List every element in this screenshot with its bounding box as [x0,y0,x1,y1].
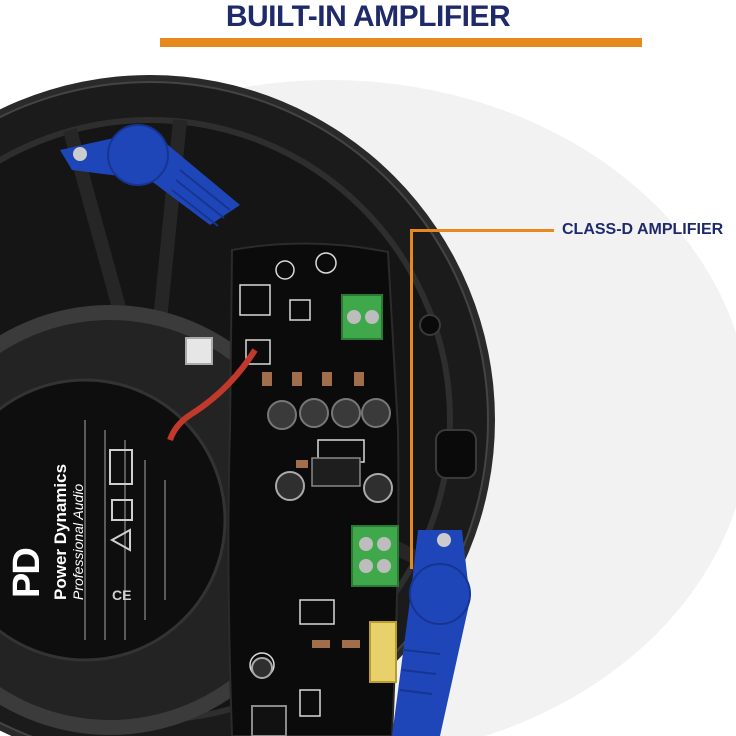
brand-logo: PD [6,549,48,598]
mounting-clip-bottom [392,530,471,736]
terminal-block-bottom [351,525,399,587]
wire-connector [185,337,213,365]
speaker-wire [167,348,258,442]
svg-text:CE: CE [112,587,131,603]
amp-chip [311,457,361,487]
brand-subtitle: Professional Audio [70,483,86,600]
callout-line-vertical [410,229,413,569]
pcb-capacitors [251,471,393,679]
callout-label: CLASS-D AMPLIFIER [562,221,724,238]
callout-line-horizontal [412,229,554,232]
page-title: BUILT-IN AMPLIFIER [225,0,511,33]
terminal-block-top [341,294,383,340]
pcb-inductors [267,398,391,430]
brand-text: Power Dynamics Professional Audio [51,463,86,600]
dc-jack [251,705,287,736]
bluetooth-module [369,621,397,683]
title-underline [160,38,642,47]
mounting-clip-top [60,124,240,227]
label-print-lines [84,420,166,640]
brand-name: Power Dynamics [51,463,70,600]
certification-marks: CE [109,449,133,603]
ring-details [419,314,477,479]
